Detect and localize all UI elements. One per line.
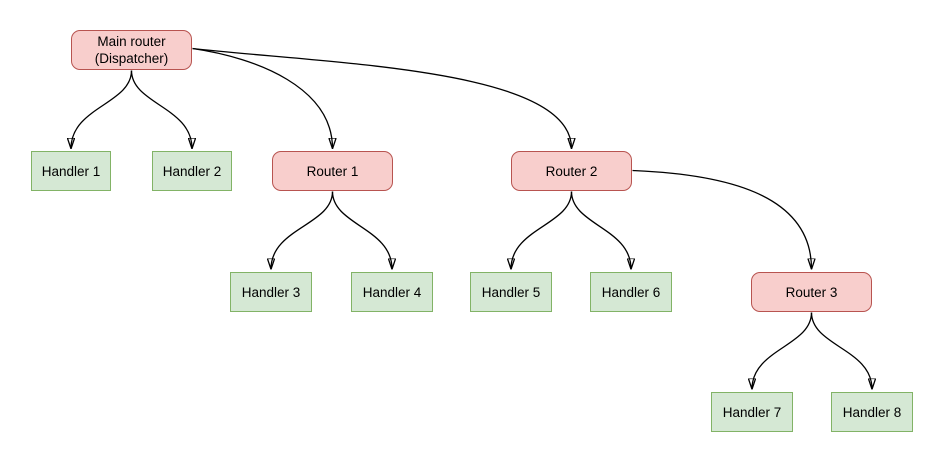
node-router-1-label: Router 1	[306, 163, 359, 179]
node-handler-3-label: Handler 3	[241, 284, 301, 300]
node-handler-7: Handler 7	[711, 392, 793, 432]
edge-main-router-to-handler-1	[71, 70, 133, 149]
edge-main-router-to-router-1	[192, 47, 333, 149]
edge-router-3-to-handler-7	[752, 312, 813, 390]
edge-router-2-to-handler-6	[570, 191, 632, 270]
edge-main-router-to-handler-2	[130, 70, 193, 149]
edge-router-3-to-handler-8	[810, 312, 873, 390]
node-handler-2-label: Handler 2	[162, 163, 222, 179]
node-router-2-label: Router 2	[545, 163, 598, 179]
node-handler-2: Handler 2	[152, 151, 232, 191]
node-router-2: Router 2	[511, 151, 632, 191]
node-router-3-label: Router 3	[785, 284, 838, 300]
node-handler-7-label: Handler 7	[722, 404, 782, 420]
node-handler-6: Handler 6	[590, 272, 672, 312]
node-main-router: Main router (Dispatcher)	[71, 30, 192, 70]
edge-router-2-to-router-3	[632, 169, 812, 270]
node-handler-1-label: Handler 1	[41, 163, 101, 179]
edge-main-router-to-router-2	[192, 47, 572, 149]
node-handler-8: Handler 8	[831, 392, 913, 432]
node-handler-1: Handler 1	[31, 151, 111, 191]
edge-router-1-to-handler-3	[271, 191, 334, 270]
node-handler-4-label: Handler 4	[362, 284, 422, 300]
node-handler-4: Handler 4	[351, 272, 433, 312]
node-handler-5: Handler 5	[470, 272, 552, 312]
edge-router-2-to-handler-5	[511, 191, 573, 270]
node-handler-8-label: Handler 8	[842, 404, 902, 420]
node-handler-3: Handler 3	[230, 272, 312, 312]
node-router-3: Router 3	[751, 272, 872, 312]
node-router-1: Router 1	[272, 151, 393, 191]
edge-router-1-to-handler-4	[331, 191, 393, 270]
node-handler-5-label: Handler 5	[481, 284, 541, 300]
node-handler-6-label: Handler 6	[601, 284, 661, 300]
node-main-router-label: Main router (Dispatcher)	[94, 34, 169, 66]
